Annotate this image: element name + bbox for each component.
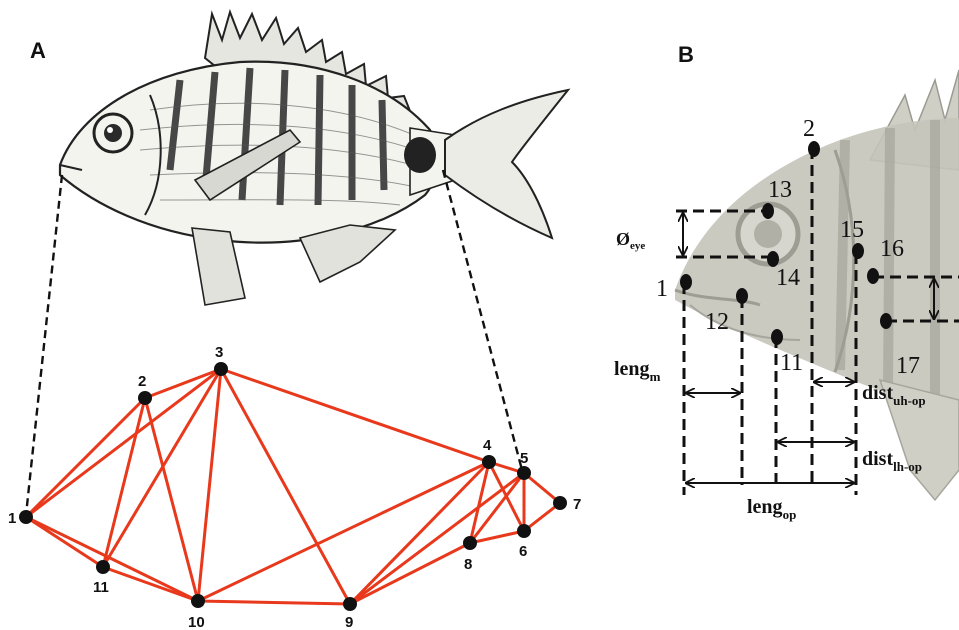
landmark-b-12 [736, 288, 748, 304]
fish-head-closeup-b [675, 70, 959, 500]
landmark-label-b-2: 2 [803, 116, 815, 142]
landmark-label-b-13: 13 [768, 177, 792, 203]
landmark-label-a-5: 5 [520, 450, 528, 467]
landmark-b-17 [880, 313, 892, 329]
landmark-label-a-4: 4 [483, 437, 492, 454]
landmark-label-a-9: 9 [345, 614, 353, 630]
landmark-label-b-17: 17 [896, 353, 920, 379]
landmark-a-3 [214, 362, 228, 376]
landmark-b-2 [808, 141, 820, 157]
landmark-label-a-7: 7 [573, 496, 581, 513]
landmark-a-7 [553, 496, 567, 510]
landmark-points-a [19, 362, 567, 611]
landmark-a-8 [463, 536, 477, 550]
label-leng-op: lengop [747, 496, 796, 522]
landmark-label-b-11: 11 [780, 350, 803, 376]
fish-illustration-a [60, 12, 568, 305]
landmark-a-4 [482, 455, 496, 469]
landmark-b-1 [680, 274, 692, 290]
landmark-label-b-16: 16 [880, 236, 904, 262]
panel-a-letter: A [30, 38, 46, 63]
landmark-a-9 [343, 597, 357, 611]
landmark-label-a-6: 6 [519, 543, 527, 560]
panel-b-letter: B [678, 42, 694, 67]
landmark-label-a-8: 8 [464, 556, 472, 573]
landmark-label-a-10: 10 [188, 614, 205, 630]
landmark-label-b-14: 14 [776, 265, 800, 291]
landmark-b-11 [771, 329, 783, 345]
landmark-a-5 [517, 466, 531, 480]
label-eye-diameter: Øeye [616, 229, 645, 252]
landmark-b-13 [762, 203, 774, 219]
guide-line-snout [26, 175, 62, 515]
landmark-label-a-2: 2 [138, 373, 146, 390]
landmark-label-b-12: 12 [705, 309, 729, 335]
label-leng-m: lengm [614, 358, 661, 384]
landmark-b-16 [867, 268, 879, 284]
landmark-label-a-11: 11 [93, 579, 109, 596]
landmark-a-10 [191, 594, 205, 608]
landmark-a-2 [138, 391, 152, 405]
landmark-label-b-1: 1 [656, 276, 668, 302]
landmark-a-6 [517, 524, 531, 538]
landmark-label-a-3: 3 [215, 344, 223, 361]
landmark-a-1 [19, 510, 33, 524]
landmark-label-b-15: 15 [840, 217, 864, 243]
landmark-a-11 [96, 560, 110, 574]
landmark-label-a-1: 1 [8, 510, 16, 527]
landmark-b-15 [852, 243, 864, 259]
